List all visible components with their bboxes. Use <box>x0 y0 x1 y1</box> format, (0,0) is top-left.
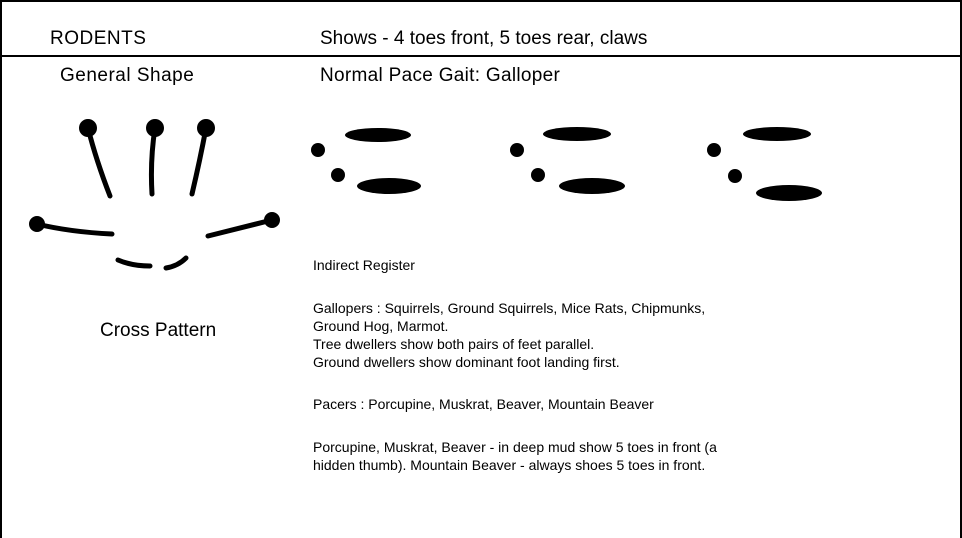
gallopers-line-1: Gallopers : Squirrels, Ground Squirrels,… <box>313 299 705 317</box>
ground-dwellers-note: Ground dwellers show dominant foot landi… <box>313 353 620 371</box>
gallop-group-1 <box>311 128 421 194</box>
gallopers-line-2: Ground Hog, Marmot. <box>313 317 448 335</box>
tree-dwellers-note: Tree dwellers show both pairs of feet pa… <box>313 335 594 353</box>
register-note: Indirect Register <box>313 256 415 274</box>
gallop-group-3 <box>707 127 822 201</box>
pacers-note: Pacers : Porcupine, Muskrat, Beaver, Mou… <box>313 395 654 413</box>
mud-note-line-2: hidden thumb). Mountain Beaver - always … <box>313 456 705 474</box>
general-shape-drawing <box>31 121 278 268</box>
mud-note-line-1: Porcupine, Muskrat, Beaver - in deep mud… <box>313 438 717 456</box>
cross-pattern-label: Cross Pattern <box>100 320 216 342</box>
gallop-group-2 <box>510 127 625 194</box>
